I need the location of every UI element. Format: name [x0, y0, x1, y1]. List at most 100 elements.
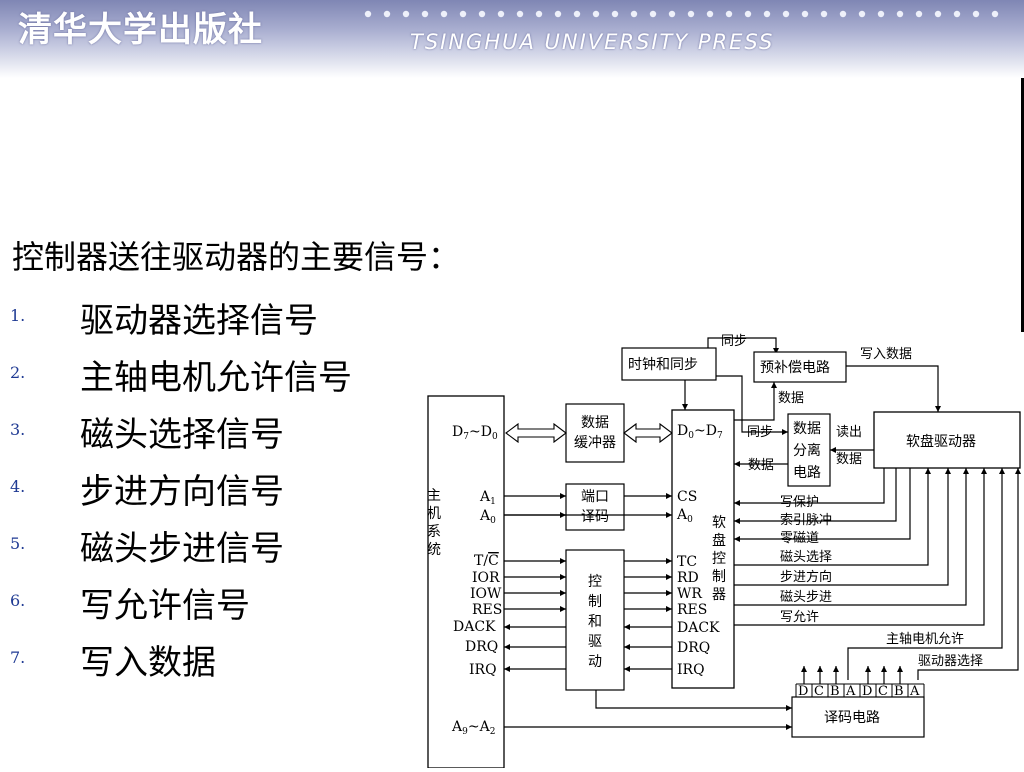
header-dot — [592, 10, 600, 18]
drive-signal-label: 零磁道 — [780, 531, 819, 546]
host-pin-d-bus: D7~D0 — [452, 424, 498, 442]
fdc-pin-cs: CS — [677, 489, 697, 505]
sync-to-precomp-line — [707, 337, 779, 354]
header-dot — [516, 10, 524, 18]
decoder-pin-label: D — [862, 684, 872, 699]
fdc-pin-drq: DRQ — [677, 640, 710, 656]
separator-label: 电路 — [793, 465, 821, 481]
data-buffer-box — [565, 403, 625, 463]
host-system-box — [427, 395, 505, 769]
read-data-label: 读出 — [836, 425, 862, 440]
header-dot — [820, 10, 828, 18]
index-pulse-line — [734, 468, 897, 524]
publisher-english-name: TSINGHUA UNIVERSITY PRESS — [410, 30, 775, 54]
floppy-controller-box — [671, 409, 735, 689]
header-dot — [364, 10, 372, 18]
publisher-logo: 清华大学出版社 — [18, 10, 263, 50]
precomp-label: 预补偿电路 — [760, 360, 830, 376]
data-separator-box — [787, 413, 831, 487]
floppy-controller-diagram: 主 机 系 统 D7~D0 A1 A0 T/C IOR IOW RES DACK… — [418, 326, 1024, 769]
bus-arrow — [505, 422, 567, 444]
fdc-bus-label: D0~D7 — [677, 423, 723, 441]
clock-sync-label: 时钟和同步 — [628, 356, 698, 373]
drive-signal-label: 索引脉冲 — [780, 513, 832, 528]
host-label-char: 主 — [427, 488, 441, 504]
host-pin-a-bus: A9~A2 — [451, 719, 495, 737]
port-decode-label: 端口 — [581, 489, 609, 505]
header-dot — [953, 10, 961, 18]
list-number: 7. — [10, 648, 26, 667]
drive-signal-label: 磁头步进 — [780, 590, 832, 605]
floppy-drive-box — [873, 411, 1021, 469]
list-number: 5. — [10, 534, 26, 553]
drive-signal-label: 磁头选择 — [780, 550, 832, 565]
host-pin-irq: IRQ — [469, 662, 497, 678]
write-enable-line — [734, 468, 987, 626]
list-text: 磁头步进信号 — [80, 529, 284, 569]
header-dot — [991, 10, 999, 18]
fdc-pin-wr: WR — [677, 586, 702, 602]
data-left-label: 数据 — [748, 458, 774, 473]
header-dot — [630, 10, 638, 18]
decoder-pin-label: D — [798, 684, 808, 699]
list-text: 主轴电机允许信号 — [80, 358, 352, 398]
header-dot — [877, 10, 885, 18]
drive-signal-label: 写允许 — [780, 609, 819, 625]
data-buffer-label: 缓冲器 — [574, 435, 616, 451]
decoder-pin-label: A — [845, 684, 856, 699]
diagram-canvas: 主 机 系 统 D7~D0 A1 A0 T/C IOR IOW RES DACK… — [427, 334, 1021, 769]
header-dot — [687, 10, 695, 18]
header-dot — [402, 10, 410, 18]
header-dot — [934, 10, 942, 18]
header-dot — [421, 10, 429, 18]
precomp-box — [753, 351, 847, 383]
decoder-box — [791, 696, 925, 738]
header-dot — [554, 10, 562, 18]
fdc-name-char: 控 — [712, 551, 726, 567]
header-dot — [573, 10, 581, 18]
host-pin-ior: IOR — [472, 570, 500, 586]
header-dot — [763, 10, 771, 18]
header-dot — [706, 10, 714, 18]
decoder-pin-label: C — [814, 684, 824, 699]
write-data-label: 写入数据 — [860, 347, 912, 362]
bus-arrow — [623, 422, 673, 444]
host-pin-res: RES — [472, 602, 502, 618]
header-dot — [972, 10, 980, 18]
host-pin-drq: DRQ — [465, 639, 498, 655]
control-drive-box — [565, 549, 625, 691]
header-dot — [896, 10, 904, 18]
write-data-line — [846, 365, 941, 412]
drive-select-label: 驱动器选择 — [918, 654, 983, 669]
data-buffer-label: 数据 — [581, 415, 609, 431]
sync-left-label: 同步 — [747, 425, 773, 440]
list-text: 写入数据 — [80, 643, 216, 683]
fdc-pin-a0: A0 — [676, 507, 693, 525]
drive-select-line — [917, 468, 1021, 680]
host-pin-a1: A1 — [479, 489, 496, 507]
separator-label: 数据 — [793, 421, 821, 437]
sync-to-separator-line — [716, 375, 788, 435]
control-to-decoder-line — [595, 690, 792, 711]
fdc-pin-res: RES — [677, 602, 707, 618]
decoder-label: 译码电路 — [824, 710, 880, 726]
list-text: 磁头选择信号 — [80, 415, 284, 455]
header-dot — [649, 10, 657, 18]
port-decode-box — [565, 483, 625, 531]
header-dot — [839, 10, 847, 18]
control-drive-label: 控 — [588, 574, 602, 590]
port-decode-label: 译码 — [581, 509, 609, 525]
spindle-enable-label: 主轴电机允许 — [886, 631, 964, 647]
fdc-name-char: 软 — [712, 515, 726, 531]
drive-signal-label: 步进方向 — [780, 569, 832, 585]
track-zero-line — [734, 468, 911, 542]
write-protect-line — [734, 468, 885, 506]
list-number: 1. — [10, 306, 26, 325]
slide-title: 控制器送往驱动器的主要信号： — [12, 238, 461, 276]
spindle-enable-line — [847, 468, 1005, 680]
host-pin-dack: DACK — [453, 619, 496, 635]
header-dot — [725, 10, 733, 18]
fdc-name-char: 盘 — [712, 532, 726, 549]
decoder-pin-label: B — [830, 684, 840, 699]
list-number: 3. — [10, 420, 26, 439]
